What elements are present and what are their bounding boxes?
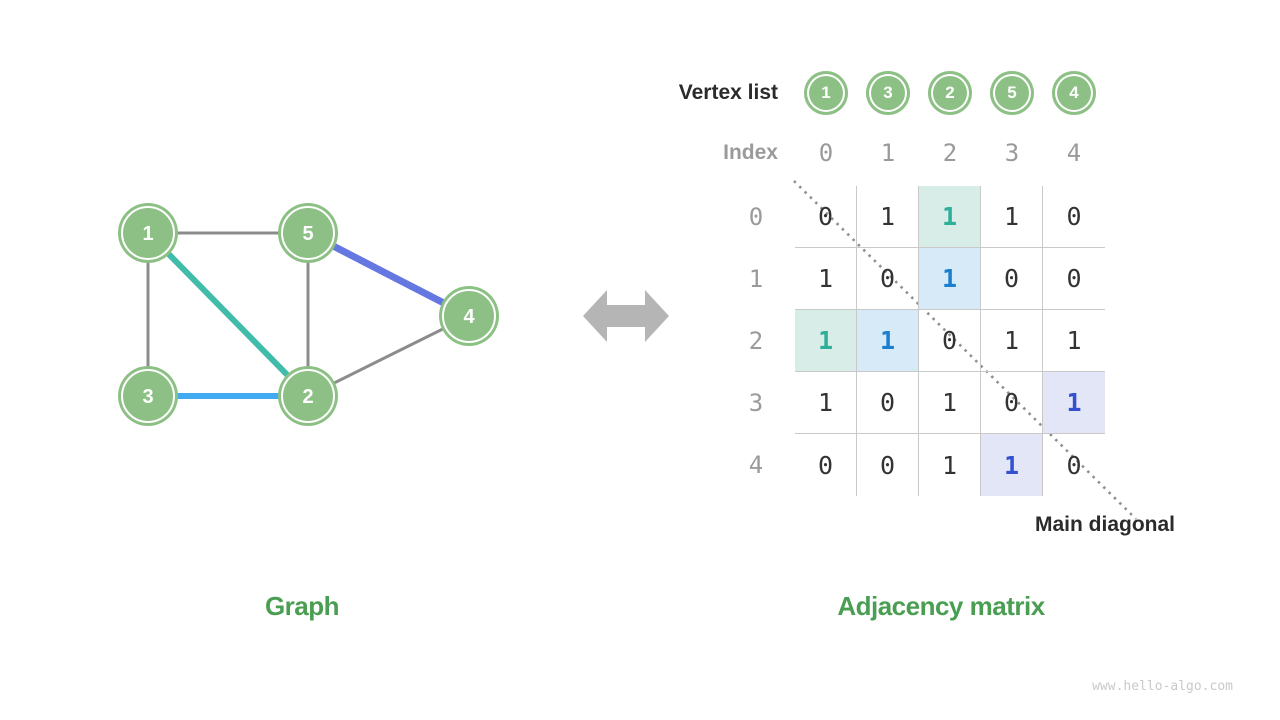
matrix-cell-3-3: 0	[981, 372, 1043, 434]
matrix-cell-1-3: 0	[981, 248, 1043, 310]
vertex-list-slot-2: 2	[919, 71, 981, 115]
vertex-list-circle-5: 5	[990, 71, 1034, 115]
svg-text:3: 3	[142, 386, 153, 408]
matrix-cell-2-0: 1	[795, 310, 857, 372]
matrix-cell-3-0: 1	[795, 372, 857, 434]
svg-text:5: 5	[302, 223, 313, 245]
matrix-cell-1-0: 1	[795, 248, 857, 310]
row-index-4: 4	[748, 451, 764, 479]
matrix-cell-1-4: 0	[1043, 248, 1105, 310]
matrix-cell-0-3: 1	[981, 186, 1043, 248]
vertex-list-circle-2: 2	[928, 71, 972, 115]
col-index-2: 2	[942, 139, 958, 167]
svg-text:4: 4	[463, 306, 475, 328]
edge-1-2	[145, 230, 311, 399]
matrix-cell-4-1: 0	[857, 434, 919, 496]
vertex-list-slot-4: 4	[1043, 71, 1105, 115]
graph-vertices: 1 5 4 3 2	[118, 203, 499, 426]
matrix-cell-1-1: 0	[857, 248, 919, 310]
svg-text:2: 2	[302, 386, 313, 408]
row-index-3: 3	[748, 389, 764, 417]
double-arrow-icon	[583, 290, 669, 342]
matrix-title: Adjacency matrix	[837, 591, 1045, 621]
matrix-cell-4-0: 0	[795, 434, 857, 496]
graph-vertex-3: 3	[118, 366, 178, 426]
matrix-cell-4-4: 0	[1066, 450, 1082, 480]
graph-vertex-1: 1	[118, 203, 178, 263]
matrix-cell-2-3: 1	[981, 310, 1043, 372]
row-index-2: 2	[748, 327, 764, 355]
vertex-list-circle-3: 3	[866, 71, 910, 115]
col-index-1: 1	[880, 139, 896, 167]
graph-vertex-5: 5	[278, 203, 338, 263]
matrix-cell-2-4: 1	[1043, 310, 1105, 372]
matrix-cell-1-2: 1	[919, 248, 981, 310]
vertex-list-slot-0: 1	[795, 71, 857, 115]
vertex-list-label: Vertex list	[678, 81, 778, 104]
vertex-list-circle-4: 4	[1052, 71, 1096, 115]
row-index-column: 0 1 2 3 4	[725, 186, 787, 496]
matrix-cell-0-4: 0	[1043, 186, 1105, 248]
col-index-3: 3	[1004, 139, 1020, 167]
matrix-cell-3-2: 1	[919, 372, 981, 434]
graph-vertex-2: 2	[278, 366, 338, 426]
vertex-list-slot-3: 5	[981, 71, 1043, 115]
column-index-row: 0 1 2 3 4	[795, 139, 1105, 167]
matrix-cell-2-1: 1	[857, 310, 919, 372]
matrix-cell-0-2: 1	[919, 186, 981, 248]
edge-5-4	[306, 229, 471, 320]
col-index-0: 0	[818, 139, 834, 167]
col-index-4: 4	[1066, 139, 1082, 167]
matrix-cell-0-1: 1	[857, 186, 919, 248]
matrix-cell-0-0: 0	[795, 186, 857, 248]
main-diagonal-line	[793, 180, 1137, 520]
matrix-cell-4-3: 1	[981, 434, 1043, 496]
svg-text:1: 1	[142, 223, 153, 245]
matrix-cell-4-2: 1	[919, 434, 981, 496]
watermark: www.hello-algo.com	[1092, 679, 1233, 694]
graph-title: Graph	[264, 591, 340, 621]
graph-vertex-4: 4	[439, 286, 499, 346]
matrix-cell-2-2: 0	[919, 310, 981, 372]
row-index-1: 1	[748, 265, 764, 293]
row-index-0: 0	[748, 203, 764, 231]
vertex-list-slot-1: 3	[857, 71, 919, 115]
vertex-list-circle-1: 1	[804, 71, 848, 115]
matrix-cell-3-1: 0	[857, 372, 919, 434]
main-diagonal-label: Main diagonal	[1034, 513, 1175, 536]
index-label: Index	[723, 141, 778, 164]
matrix-cell-3-4: 1	[1043, 372, 1105, 434]
